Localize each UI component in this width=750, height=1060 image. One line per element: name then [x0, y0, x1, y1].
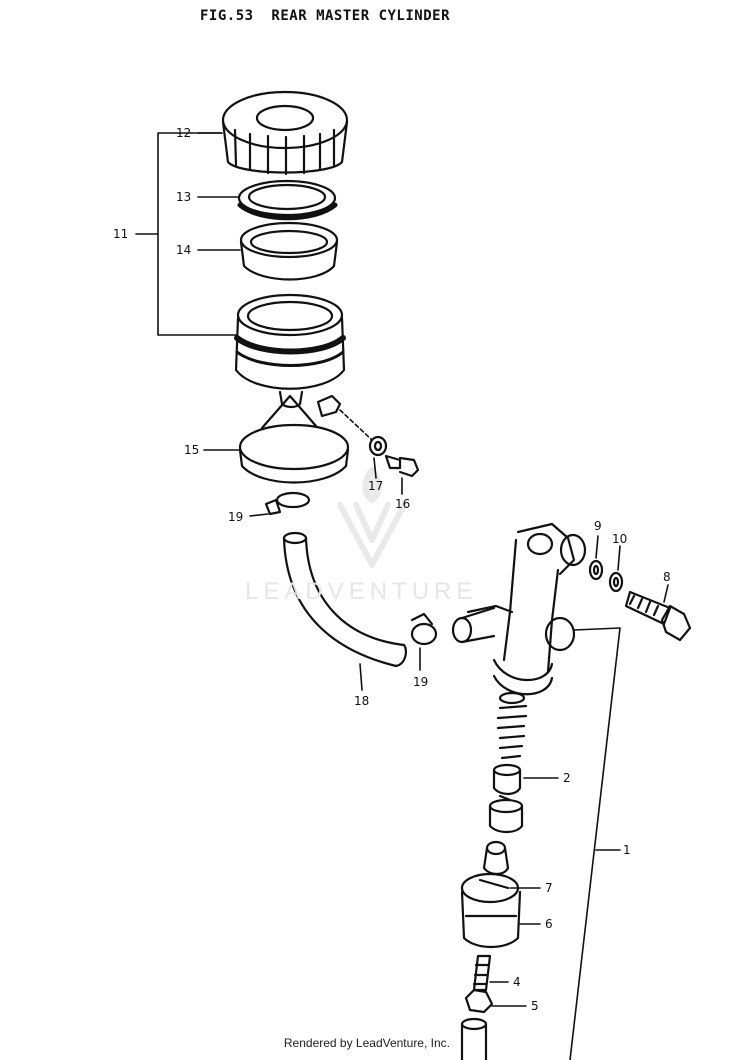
callout-10: 10 [612, 532, 628, 546]
rod-holder-part [460, 872, 522, 949]
clevis-part [460, 1017, 488, 1060]
callout-17: 17 [368, 479, 384, 493]
reservoir-bracket-part [238, 394, 350, 484]
washer-9-part [588, 559, 604, 581]
leader-9 [595, 535, 599, 559]
leader-10 [617, 545, 621, 571]
leader-bracket-1 [569, 627, 621, 1060]
callout-16: 16 [395, 497, 411, 511]
callout-19-upper: 19 [228, 510, 244, 524]
callout-11: 11 [113, 227, 129, 241]
hose-clamp-upper-part [264, 491, 311, 516]
nut-part [464, 988, 494, 1014]
callout-6: 6 [545, 917, 553, 931]
reservoir-body-part [234, 293, 346, 409]
leader-18 [359, 663, 363, 691]
callout-5: 5 [531, 999, 539, 1013]
leader-17-dash [339, 409, 373, 441]
spring-cup-set-part [488, 691, 528, 834]
diaphragm-plate-part [237, 179, 338, 221]
callout-1: 1 [623, 843, 631, 857]
callout-8: 8 [663, 570, 671, 584]
callout-2: 2 [563, 771, 571, 785]
callout-19-lower: 19 [413, 675, 429, 689]
union-bolt-part [624, 590, 692, 642]
master-cylinder-body-part [451, 522, 587, 696]
figure-title: FIG.53 REAR MASTER CYLINDER [200, 8, 451, 24]
render-credit: Rendered by LeadVenture, Inc. [283, 1036, 450, 1050]
diaphragm-part [239, 221, 339, 281]
reservoir-cap-part [221, 90, 349, 176]
callout-7: 7 [545, 881, 553, 895]
callout-12: 12 [176, 126, 192, 140]
leader-bracket-11 [157, 132, 237, 336]
hose-clamp-lower-part [410, 612, 438, 646]
callout-13: 13 [176, 190, 192, 204]
push-rod-part [472, 954, 492, 992]
reservoir-hose-part [282, 531, 407, 668]
bolt-16-part [384, 454, 420, 478]
leader-8 [663, 584, 669, 603]
callout-15: 15 [184, 443, 200, 457]
washer-17-part [368, 435, 388, 457]
leader-lines [135, 132, 669, 1060]
leader-19-upper [249, 513, 269, 517]
callout-18: 18 [354, 694, 370, 708]
leader-17 [373, 457, 377, 479]
callout-4: 4 [513, 975, 521, 989]
watermark-logo-icon [337, 467, 407, 568]
watermark-text: LEADVENTURE [245, 578, 478, 605]
piston-part [478, 840, 510, 890]
callout-9: 9 [594, 519, 602, 533]
washer-10-part [608, 571, 624, 593]
callout-14: 14 [176, 243, 192, 257]
